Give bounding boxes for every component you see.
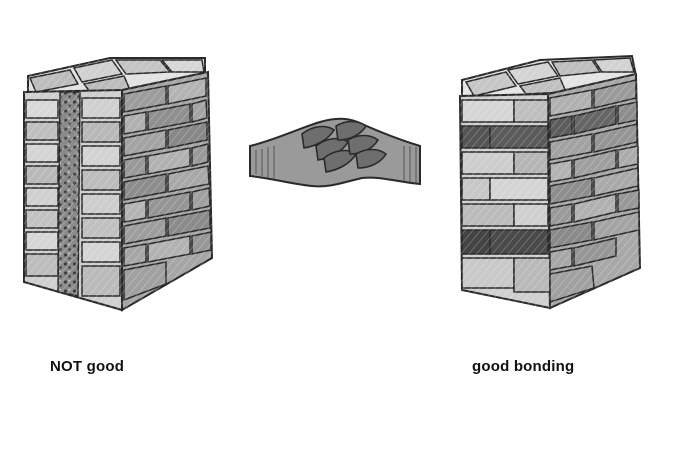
good-pillar-illustration <box>458 54 642 310</box>
bad-pillar-illustration <box>23 57 214 312</box>
good-bonding-label: good bonding <box>472 358 575 375</box>
bad-bonding-label: NOT good <box>50 358 125 375</box>
interlocked-hands-illustration <box>249 117 421 188</box>
